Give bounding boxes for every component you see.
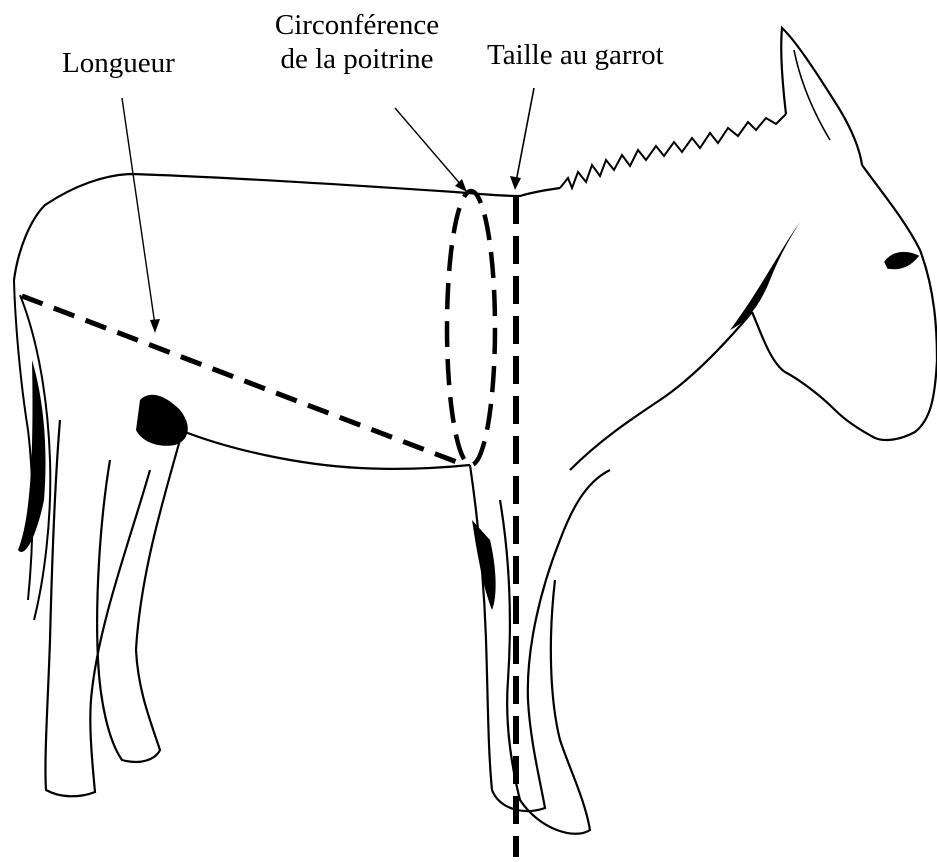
- length-measure-line: [22, 296, 462, 464]
- donkey-ear-inner: [794, 50, 830, 140]
- length-label: Longueur: [62, 46, 175, 80]
- length-leader: [122, 98, 160, 333]
- chest-girth-label: Circonférence de la poitrine: [262, 8, 452, 76]
- donkey-head: [752, 165, 937, 440]
- chest-girth-label-line1: Circonférence: [262, 8, 452, 42]
- donkey-throat: [570, 312, 752, 470]
- donkey-neck-shadow: [730, 222, 800, 330]
- donkey-body-outline: [14, 174, 560, 280]
- donkey-ear: [781, 28, 862, 165]
- donkey-hind-shadow: [136, 395, 188, 446]
- donkey-front-leg: [470, 465, 610, 834]
- chest-girth-label-line2: de la poitrine: [262, 42, 452, 76]
- chest-leader: [395, 108, 467, 192]
- withers-height-label: Taille au garrot: [487, 38, 664, 72]
- chest-girth-ellipse: [447, 191, 495, 465]
- donkey-mane: [560, 114, 786, 188]
- donkey-eye: [885, 253, 918, 269]
- withers-leader: [510, 88, 534, 190]
- donkey-belly: [180, 430, 470, 469]
- donkey-hind-leg: [45, 420, 180, 796]
